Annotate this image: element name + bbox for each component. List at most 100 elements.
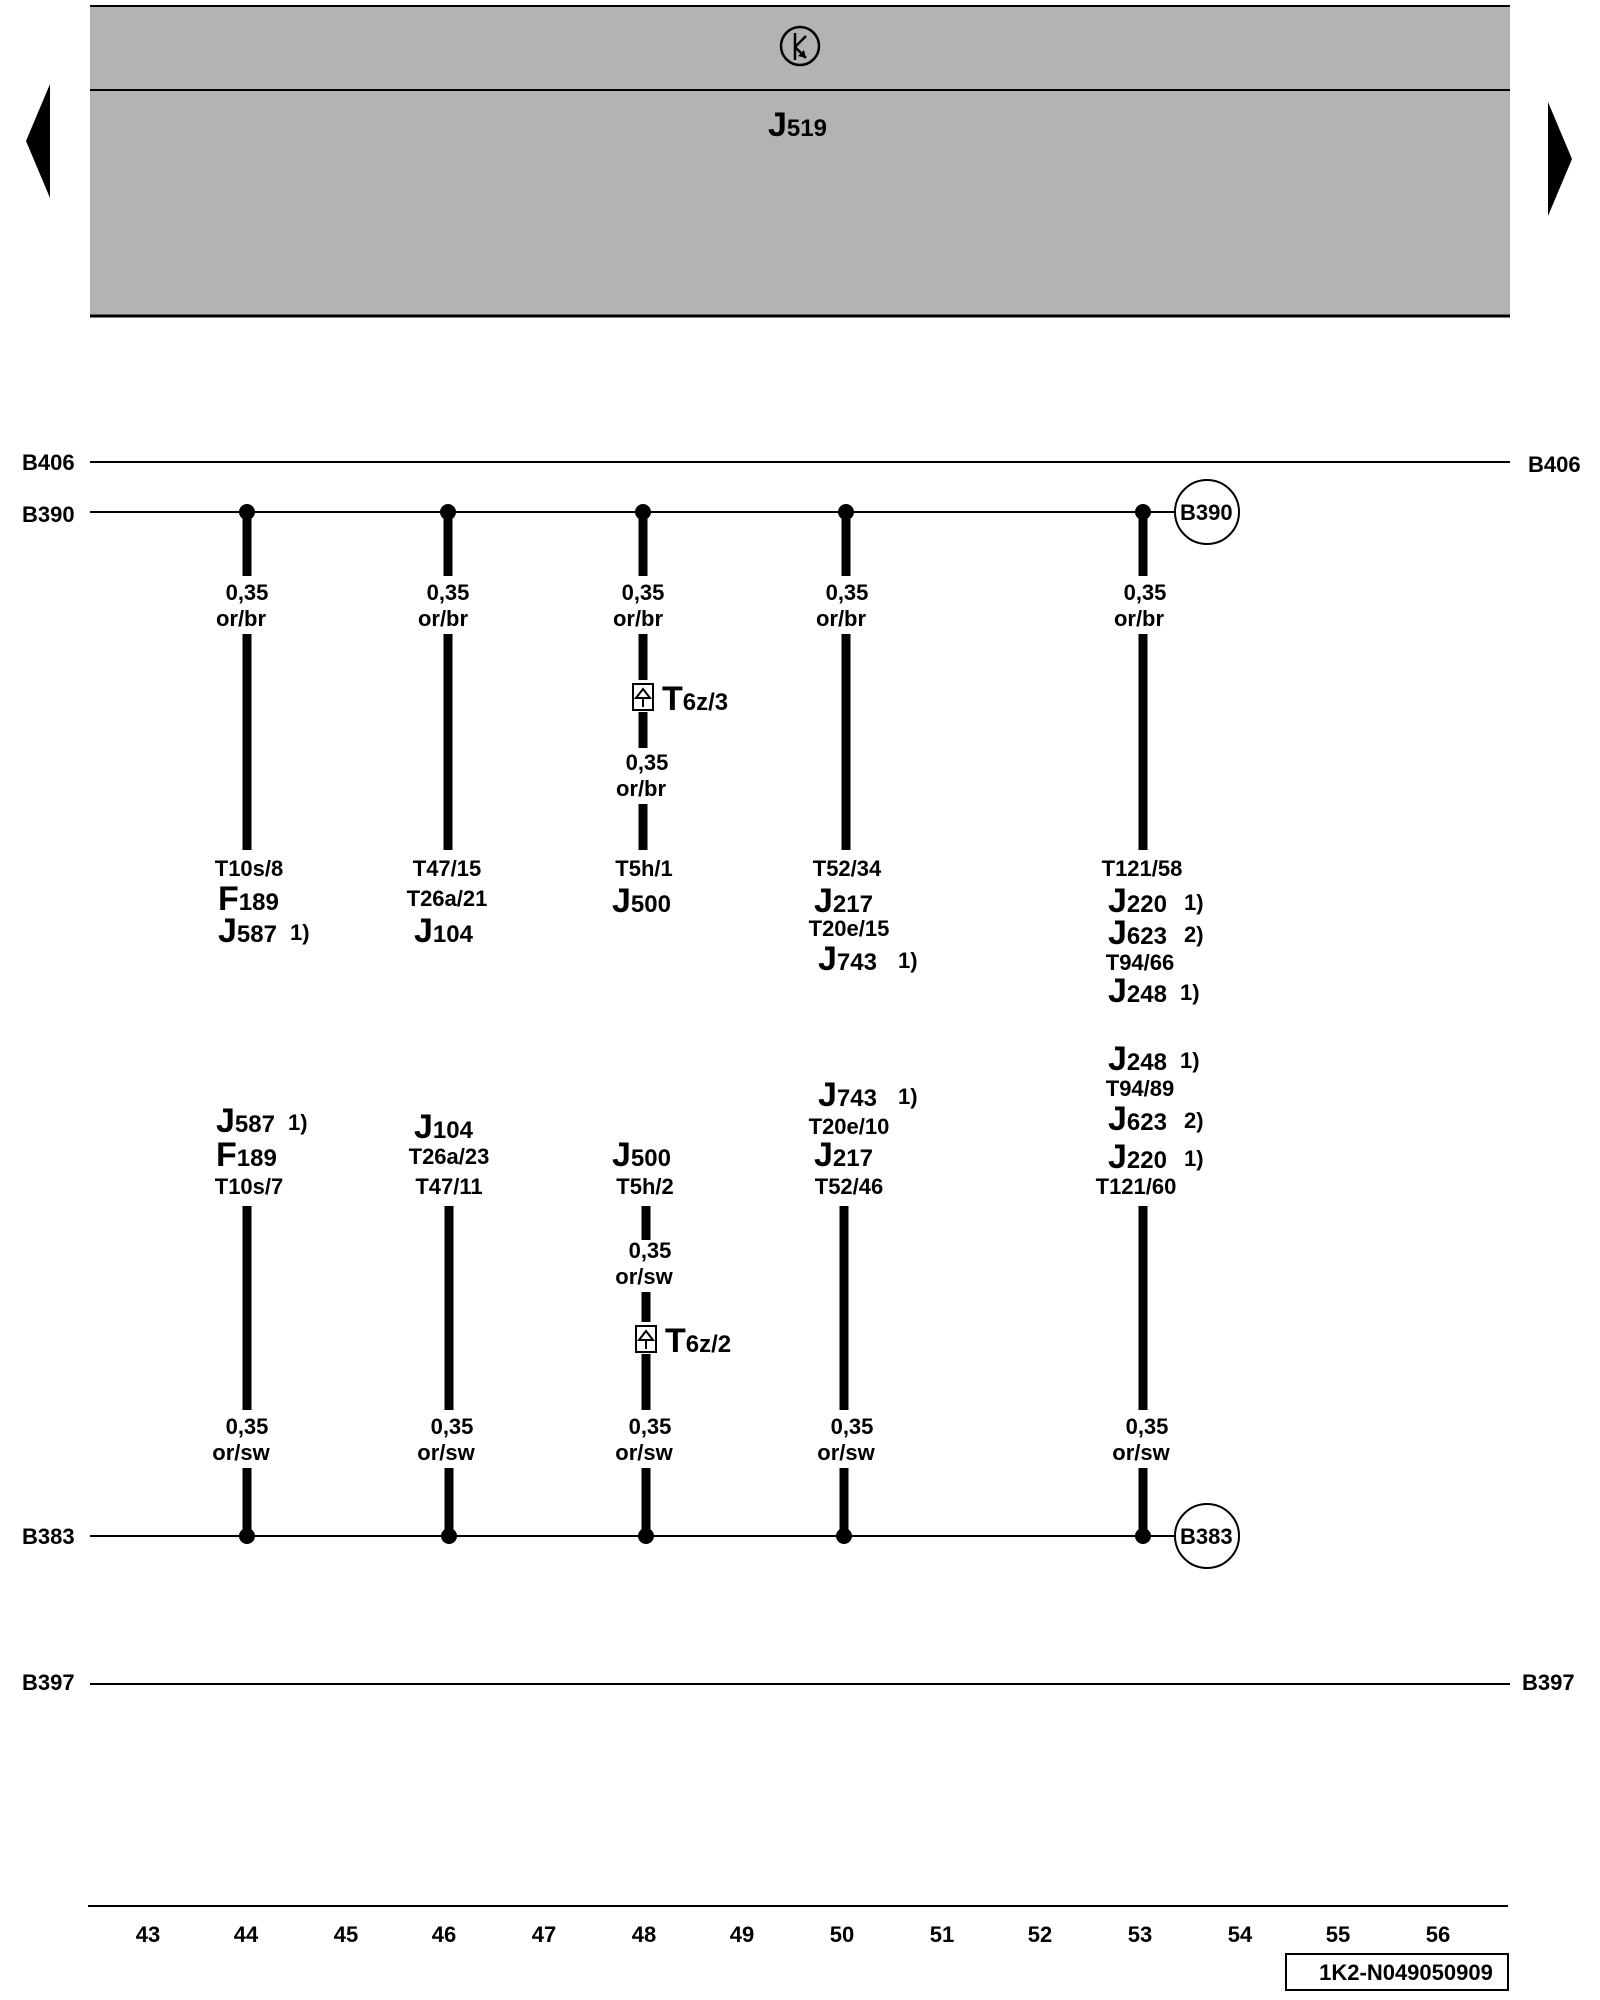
ruler-number: 55: [1326, 1922, 1350, 1947]
bus-label-left: B383: [22, 1524, 75, 1549]
component-label: J217: [814, 882, 873, 920]
pin-label: T47/11: [415, 1174, 482, 1199]
ruler-number: 50: [830, 1922, 854, 1947]
wire-gauge: 0,35: [427, 580, 470, 605]
wire-gauge: 0,35: [629, 1414, 672, 1439]
header-cu-letter: J: [768, 106, 787, 144]
ruler-number: 44: [234, 1922, 259, 1947]
bus-b397: B397 B397: [22, 1670, 1575, 1695]
wire-column: 0,35 or/br T10s/8 F189 J587 1) J587 1) F…: [212, 504, 310, 1544]
junction-dot: [638, 1528, 654, 1544]
pin-label: T47/15: [413, 856, 482, 881]
header-cu-number: 519: [787, 115, 827, 142]
next-page-arrow-icon[interactable]: [1548, 102, 1572, 216]
connector-label: T6z/2: [665, 1322, 731, 1360]
pin-label: T52/34: [813, 856, 882, 881]
ruler-number: 54: [1228, 1922, 1253, 1947]
wire-gauge: 0,35: [831, 1414, 874, 1439]
ground-arrow-circle-icon: [779, 25, 821, 67]
previous-page-arrow-icon[interactable]: [26, 84, 50, 198]
component-label: J104: [414, 1108, 474, 1146]
document-code-text: 1K2-N049050909: [1319, 1960, 1493, 1985]
pin-label: T10s/8: [215, 856, 284, 881]
pin-label: T121/60: [1096, 1174, 1177, 1199]
header-background: [90, 6, 1510, 316]
ruler-number: 52: [1028, 1922, 1052, 1947]
ruler-number: 51: [930, 1922, 954, 1947]
pin-label: T10s/7: [215, 1174, 284, 1199]
connector-icon: [635, 1325, 657, 1353]
track-ruler: 43 44 45 46 47 48 49 50 51 52 53 54 55 5…: [88, 1905, 1508, 1947]
wire-color: or/sw: [212, 1440, 270, 1465]
wire-column: 0,35 or/br T121/58 J220 1) J623 2) T94/6…: [1096, 504, 1204, 1544]
connector-icon: [632, 683, 654, 711]
footnote-marker: 1): [1180, 1048, 1200, 1073]
junction-dot: [441, 1528, 457, 1544]
wire-column: 0,35 or/br T6z/3 0,35 or/br T5h/1 J500 J…: [612, 504, 731, 1544]
pin-label: T94/89: [1106, 1076, 1175, 1101]
wire-gauge: 0,35: [226, 580, 269, 605]
component-label: J500: [612, 1136, 671, 1174]
footnote-marker: 1): [1184, 890, 1204, 915]
bus-b383: B383 B383: [22, 1503, 1240, 1569]
component-label: J587: [218, 912, 277, 950]
ruler-number: 45: [334, 1922, 358, 1947]
wire-color: or/sw: [417, 1440, 475, 1465]
component-label: J217: [814, 1136, 873, 1174]
pin-label: T20e/10: [809, 1114, 890, 1139]
wire-gauge: 0,35: [1124, 580, 1167, 605]
ruler-number: 53: [1128, 1922, 1152, 1947]
component-label: J623: [1108, 1100, 1167, 1138]
pin-label: T5h/2: [616, 1174, 673, 1199]
wire-column: 0,35 or/br T47/15 T26a/21 J104 J104 T26a…: [407, 504, 490, 1544]
wire-color: or/br: [216, 606, 267, 631]
wire-gauge: 0,35: [626, 750, 669, 775]
wire-gauge: 0,35: [629, 1238, 672, 1263]
ruler-number: 49: [730, 1922, 754, 1947]
footnote-marker: 1): [898, 1084, 918, 1109]
pin-label: T94/66: [1106, 950, 1175, 975]
bus-label-right: B397: [1522, 1670, 1575, 1695]
wire-gauge: 0,35: [826, 580, 869, 605]
wire-color: or/br: [816, 606, 867, 631]
ruler-number: 43: [136, 1922, 160, 1947]
junction-dot: [1135, 1528, 1151, 1544]
wire-color: or/br: [613, 606, 664, 631]
header-control-unit-label: J519: [768, 106, 827, 144]
wire-color: or/sw: [1112, 1440, 1170, 1465]
wire-gauge: 0,35: [1126, 1414, 1169, 1439]
pin-label: T26a/23: [409, 1144, 490, 1169]
wire-color: or/sw: [615, 1440, 673, 1465]
wire-color: or/br: [616, 776, 667, 801]
pin-label: T20e/15: [809, 916, 890, 941]
ruler-number: 48: [632, 1922, 656, 1947]
bus-label-right: B406: [1528, 452, 1581, 477]
bus-b406: B406 B406: [22, 450, 1581, 477]
bus-continuation-label: B390: [1180, 500, 1233, 525]
bus-continuation-marker: [1174, 1503, 1240, 1569]
wire-gauge: 0,35: [431, 1414, 474, 1439]
bus-label-left: B390: [22, 502, 75, 527]
component-label: J587: [216, 1102, 275, 1140]
component-label: J743: [818, 1076, 877, 1114]
wire-color: or/sw: [615, 1264, 673, 1289]
connector-label: T6z/3: [662, 680, 728, 718]
ruler-number: 47: [532, 1922, 556, 1947]
bus-b390: B390 B390: [22, 479, 1240, 545]
footnote-marker: 1): [290, 920, 310, 945]
footnote-marker: 2): [1184, 1108, 1204, 1133]
component-label: J248: [1108, 972, 1167, 1010]
wire-color: or/sw: [817, 1440, 875, 1465]
wire-column: 0,35 or/br T52/34 J217 T20e/15 J743 1) J…: [809, 504, 918, 1544]
pin-label: T26a/21: [407, 886, 488, 911]
document-code: 1K2-N049050909: [1285, 1953, 1509, 1991]
component-label: J220: [1108, 882, 1167, 920]
pin-label: T52/46: [815, 1174, 884, 1199]
wire-color: or/br: [1114, 606, 1165, 631]
component-label: J248: [1108, 1040, 1167, 1078]
bus-continuation-marker: [1174, 479, 1240, 545]
bus-continuation-label: B383: [1180, 1524, 1233, 1549]
component-label: J623: [1108, 914, 1167, 952]
wire-color: or/br: [418, 606, 469, 631]
